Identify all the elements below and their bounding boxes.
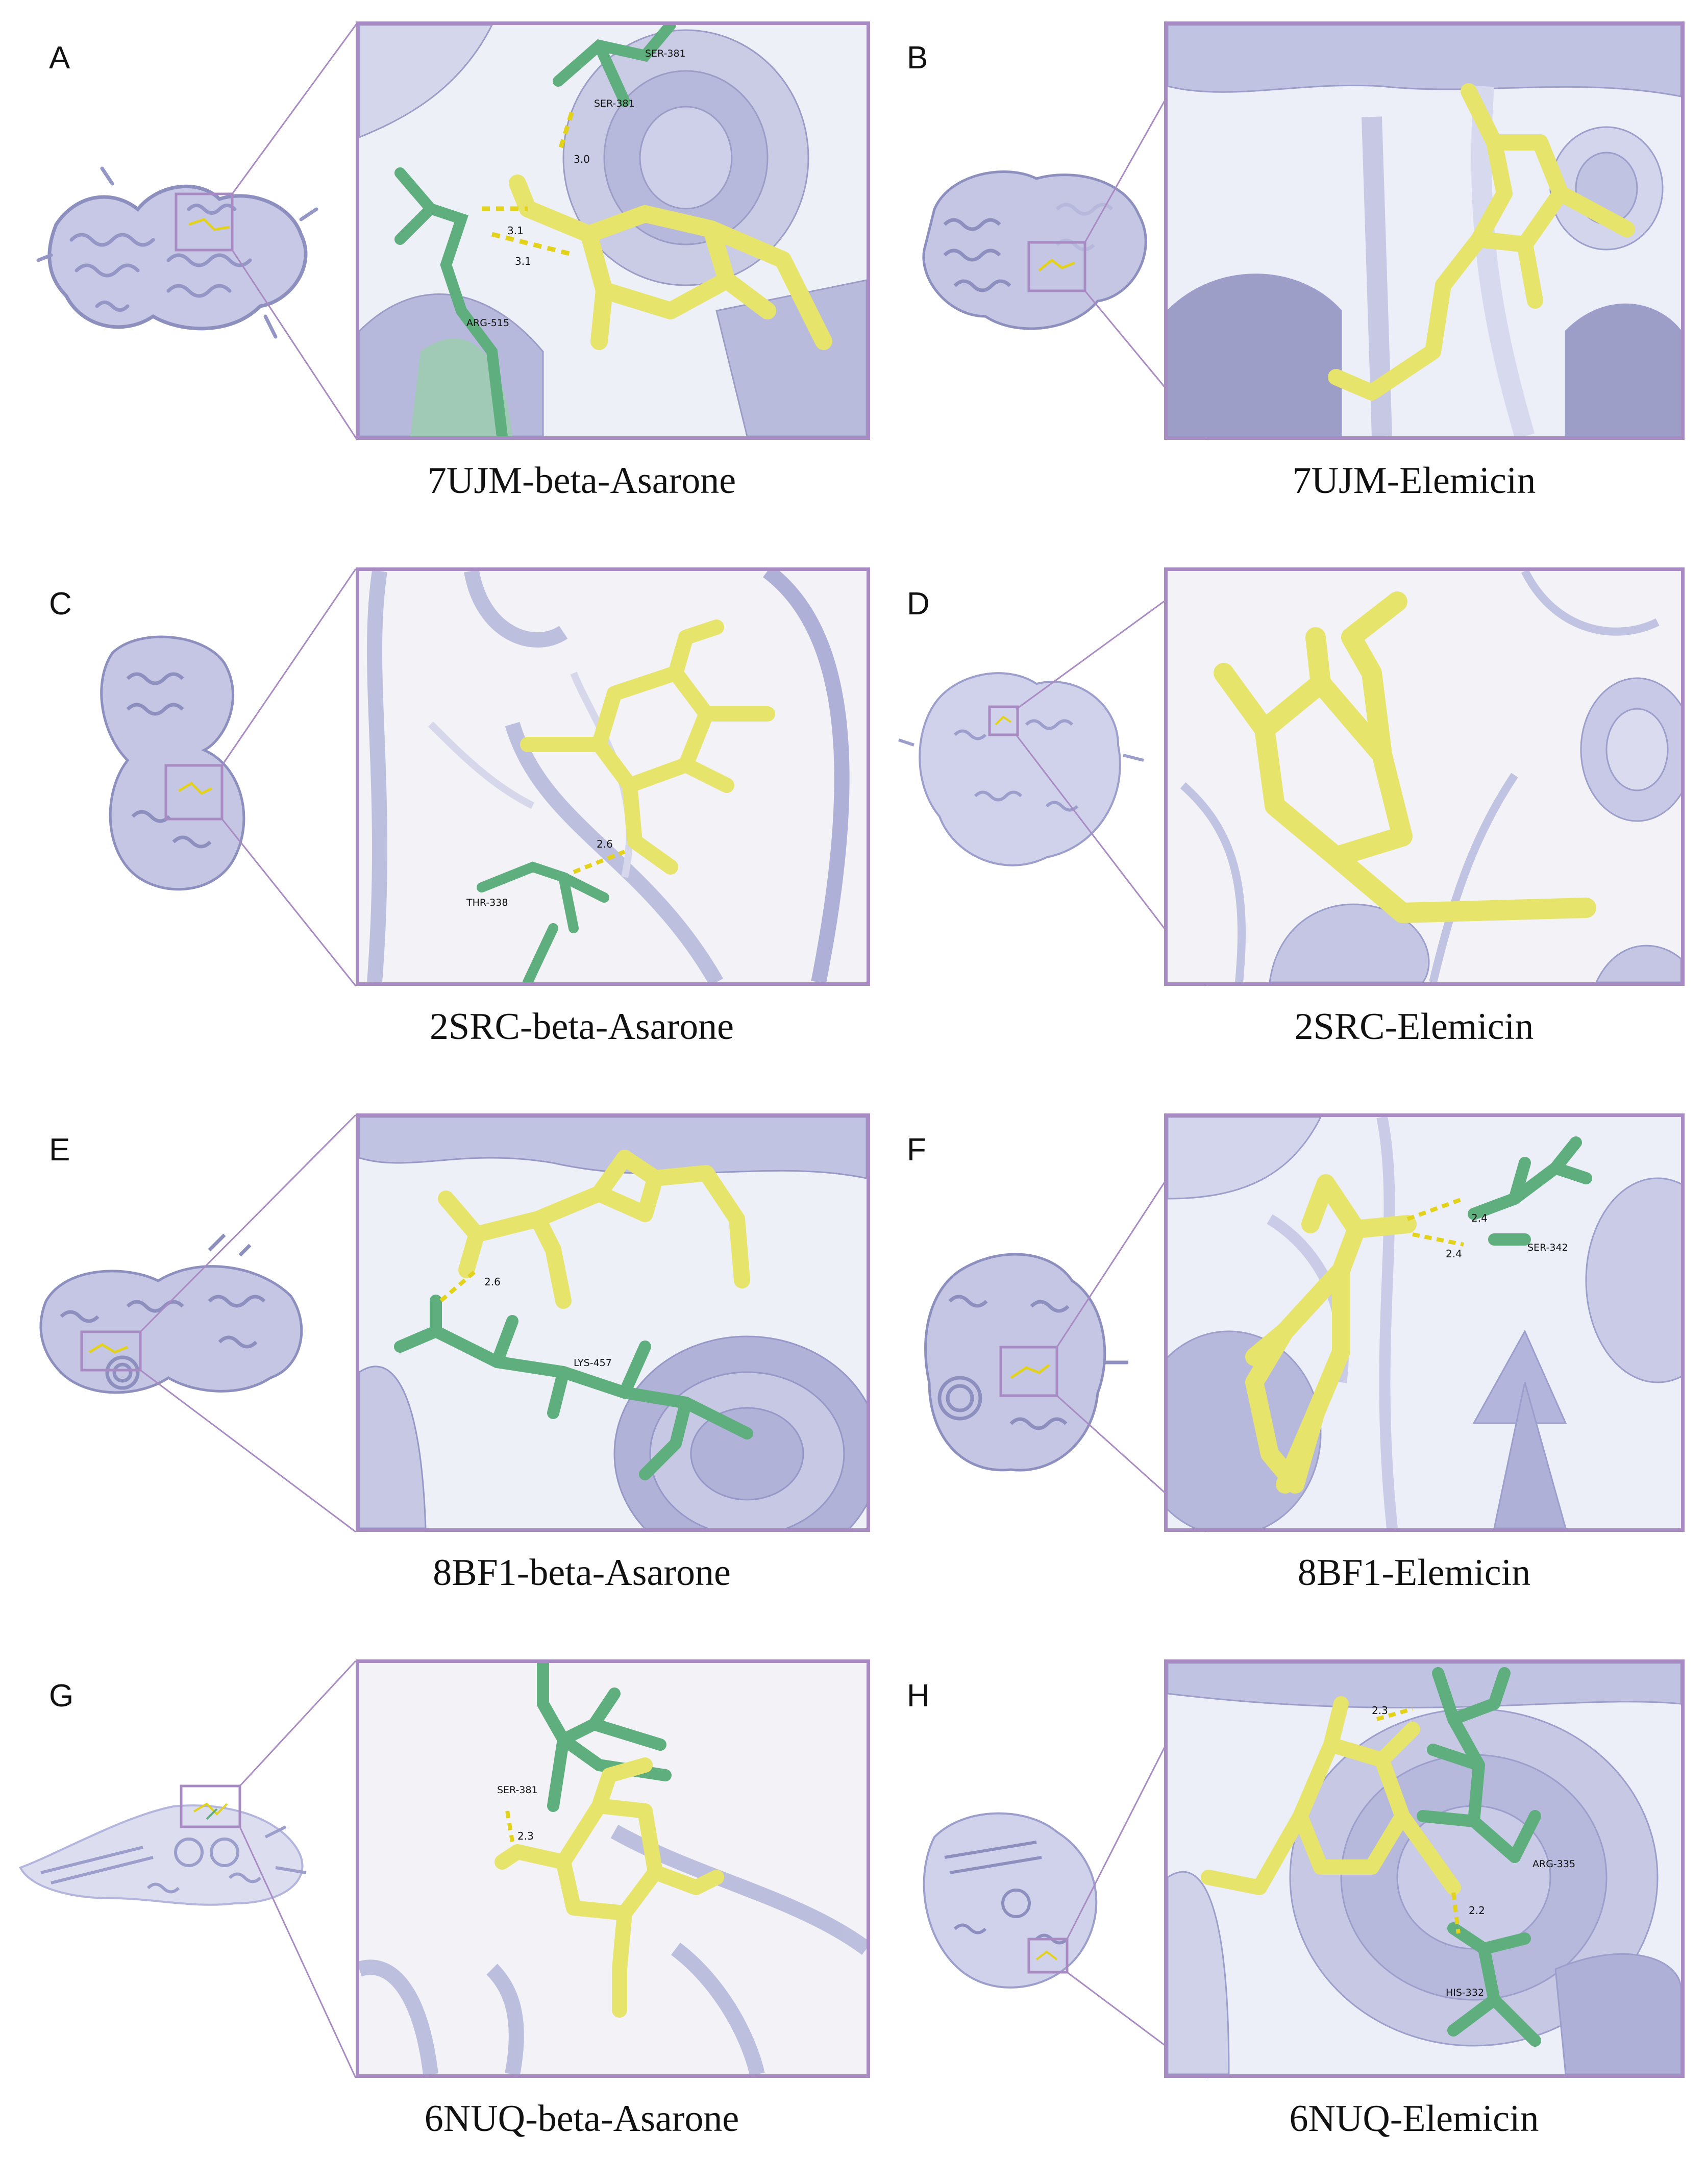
protein-overview-a <box>36 166 318 339</box>
panel-label-f: F <box>907 1132 926 1168</box>
distance-label: 2.2 <box>1469 1904 1485 1917</box>
residue-label: SER-381 <box>497 1784 538 1796</box>
panel-a: A <box>0 0 870 546</box>
residue-label: HIS-332 <box>1446 1987 1484 1998</box>
protein-overview-c <box>100 635 245 891</box>
residue-label: SER-342 <box>1527 1242 1568 1253</box>
binding-site-zoom-c: THR-338 2.6 <box>356 567 870 986</box>
distance-label: 3.1 <box>515 255 531 267</box>
protein-overview-e <box>39 1233 303 1394</box>
residue-label: ARG-335 <box>1532 1858 1575 1870</box>
panel-label-h: H <box>907 1678 930 1714</box>
residue-label: SER-381 <box>645 48 686 59</box>
panel-d: D <box>853 546 1705 1092</box>
panel-e: E <box>0 1092 870 1638</box>
panel-caption-g: 6NUQ-beta-Asarone <box>424 2098 739 2140</box>
distance-label: 3.1 <box>507 225 524 237</box>
panel-label-c: C <box>49 586 72 622</box>
binding-site-zoom-b <box>1164 21 1685 440</box>
binding-site-zoom-g: SER-381 2.3 <box>356 1659 870 2078</box>
panel-caption-e: 8BF1-beta-Asarone <box>433 1552 731 1594</box>
distance-label: 2.3 <box>1372 1704 1388 1717</box>
panel-g: G <box>0 1638 870 2184</box>
binding-site-zoom-a: SER-381 SER-381 ARG-515 3.0 3.1 3.1 <box>356 21 870 440</box>
residue-label: THR-338 <box>466 897 508 908</box>
distance-label: 2.3 <box>517 1830 534 1842</box>
panel-label-a: A <box>49 40 70 76</box>
panel-label-d: D <box>907 586 930 622</box>
binding-site-zoom-h: 2.3 ARG-335 2.2 HIS-332 <box>1164 1659 1685 2078</box>
distance-label: 2.6 <box>597 838 613 850</box>
distance-label: 2.4 <box>1446 1248 1462 1260</box>
panel-label-e: E <box>49 1132 70 1168</box>
protein-overview-f <box>924 1253 1128 1472</box>
residue-label: ARG-515 <box>466 317 509 329</box>
panel-caption-a: 7UJM-beta-Asarone <box>427 460 736 502</box>
panel-b: B <box>853 0 1705 546</box>
binding-site-zoom-f: 2.4 2.4 SER-342 <box>1164 1113 1685 1532</box>
distance-label: 2.6 <box>484 1276 501 1288</box>
distance-label: 2.4 <box>1471 1212 1488 1224</box>
protein-overview-b <box>922 170 1147 330</box>
protein-overview-h <box>923 1812 1098 1989</box>
panel-h: H <box>853 1638 1705 2184</box>
panel-c: C <box>0 546 870 1092</box>
panel-caption-c: 2SRC-beta-Asarone <box>430 1006 734 1048</box>
panel-f: F <box>853 1092 1705 1638</box>
panel-caption-h: 6NUQ-Elemicin <box>1289 2098 1539 2140</box>
panel-caption-b: 7UJM-Elemicin <box>1292 460 1536 502</box>
residue-label: SER-381 <box>594 98 635 109</box>
binding-site-zoom-d <box>1164 567 1685 986</box>
panel-caption-d: 2SRC-Elemicin <box>1294 1006 1534 1048</box>
panel-label-g: G <box>49 1678 74 1714</box>
distance-label: 3.0 <box>574 153 590 165</box>
panel-caption-f: 8BF1-Elemicin <box>1297 1552 1531 1594</box>
protein-overview-d <box>898 672 1144 866</box>
residue-label: LYS-457 <box>574 1357 612 1369</box>
panel-label-b: B <box>907 40 928 76</box>
protein-overview-g <box>19 1784 307 1906</box>
binding-site-zoom-e: LYS-457 2.6 <box>356 1113 870 1532</box>
